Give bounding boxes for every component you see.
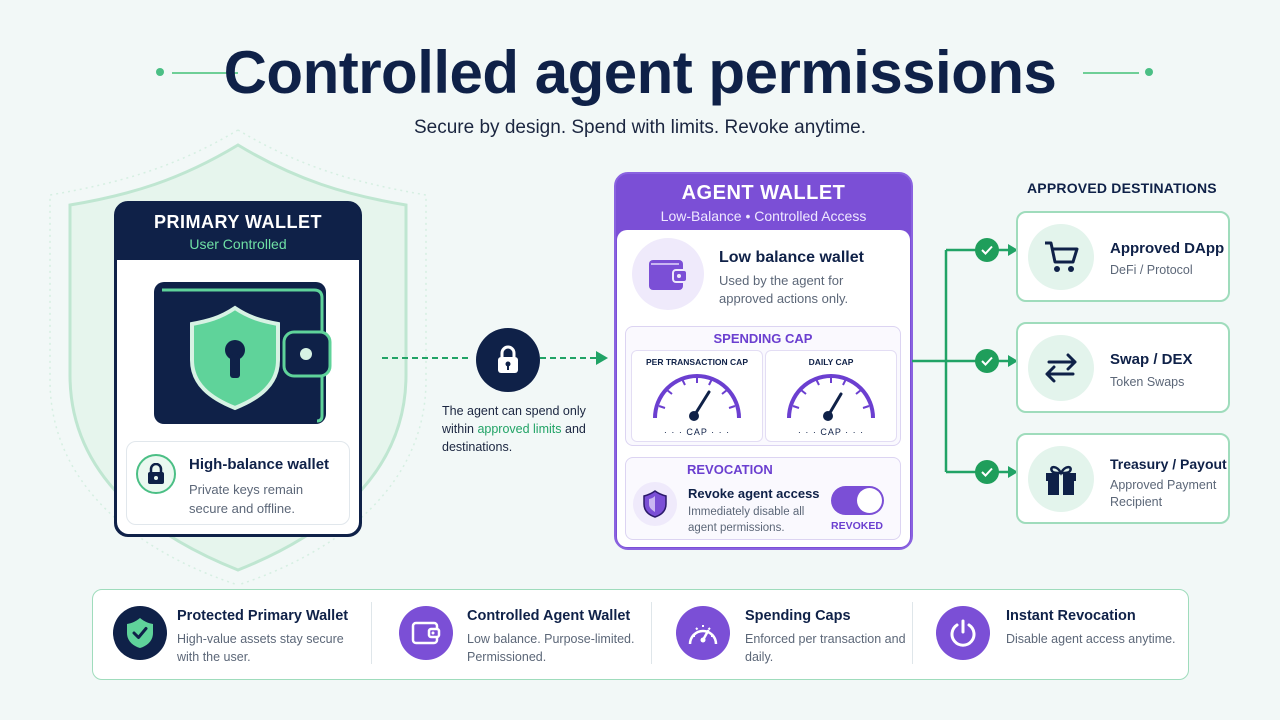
- connector-arrow: [382, 351, 608, 365]
- shield-icon: [633, 482, 677, 526]
- shield-check-icon: [113, 606, 167, 660]
- destination-title: Swap / DEX: [1110, 351, 1193, 368]
- per-transaction-cap-gauge-card: [631, 350, 763, 442]
- revoke-agent-access-label: Revoke agent access: [688, 486, 820, 501]
- per-transaction-gauge-icon: [653, 374, 741, 421]
- daily-gauge-icon: [787, 374, 875, 421]
- daily-cap-caption: · · · CAP · · ·: [797, 427, 865, 437]
- padlock-icon: [476, 328, 540, 392]
- connector-text-highlight: approved limits: [477, 422, 562, 436]
- page-subtitle: Secure by design. Spend with limits. Rev…: [414, 117, 866, 138]
- check-icon: [975, 238, 999, 262]
- title-decoration-dot-right: [1145, 68, 1153, 76]
- daily-cap-gauge-card: [765, 350, 897, 442]
- feature-bar: [92, 589, 1189, 680]
- destination-description: Token Swaps: [1110, 375, 1185, 389]
- primary-wallet-title: PRIMARY WALLET: [154, 212, 322, 232]
- feature-title: Instant Revocation: [1006, 608, 1136, 624]
- daily-cap-label: DAILY CAP: [808, 357, 854, 367]
- feature-divider: [371, 602, 372, 664]
- power-icon: [936, 606, 990, 660]
- title-decoration-line-right: [1083, 72, 1139, 74]
- agent-wallet-header: AGENT WALLET Low-Balance • Controlled Ac…: [614, 182, 913, 224]
- feature-description: Low balance. Purpose-limited. Permission…: [467, 632, 635, 664]
- cart-icon: [1028, 224, 1094, 290]
- approved-destinations-heading: APPROVED DESTINATIONS: [1027, 180, 1217, 196]
- connector-text-start: The agent can spend only within: [442, 404, 586, 436]
- swap-arrows-icon: [1028, 335, 1094, 401]
- primary-wallet-subtitle: User Controlled: [189, 236, 287, 252]
- feature-divider: [651, 602, 652, 664]
- feature-title: Controlled Agent Wallet: [467, 608, 631, 624]
- destination-title: Treasury / Payout: [1110, 456, 1227, 472]
- revoke-toggle-knob: [857, 488, 882, 513]
- page-title: Controlled agent permissions: [223, 39, 1057, 106]
- wallet-icon: [632, 238, 704, 310]
- spending-cap-title: SPENDING CAP: [713, 331, 813, 346]
- feature-title: Protected Primary Wallet: [177, 608, 349, 624]
- feature-description: Enforced per transaction and daily.: [745, 632, 906, 664]
- connector-text-end: and destinations.: [442, 422, 586, 454]
- revoke-agent-access-description: Immediately disable all agent permission…: [688, 506, 805, 534]
- agent-wallet-title: AGENT WALLET: [681, 182, 846, 204]
- high-balance-wallet-description: Private keys remain secure and offline.: [189, 482, 304, 516]
- revoke-toggle-state: REVOKED: [831, 520, 883, 532]
- gauge-icon: [676, 606, 730, 660]
- destination-description: DeFi / Protocol: [1110, 263, 1193, 277]
- title-decoration-dot-left: [156, 68, 164, 76]
- feature-description: High-value assets stay secure with the u…: [177, 632, 344, 664]
- connector-text: The agent can spend only within approved…: [442, 402, 602, 456]
- destination-connector-lines: [912, 244, 1018, 478]
- check-icon: [975, 460, 999, 484]
- primary-wallet-header: PRIMARY WALLET User Controlled: [114, 212, 362, 252]
- title-decoration-line-left: [172, 72, 238, 74]
- wallet-icon: [399, 606, 453, 660]
- gift-icon: [1028, 446, 1094, 512]
- check-icon: [975, 349, 999, 373]
- destination-description: Approved Payment Recipient: [1110, 478, 1217, 509]
- per-transaction-cap-label: PER TRANSACTION CAP: [645, 357, 748, 367]
- agent-wallet-subtitle: Low-Balance • Controlled Access: [660, 208, 867, 224]
- low-balance-wallet-description: Used by the agent for approved actions o…: [719, 273, 849, 306]
- feature-title: Spending Caps: [745, 608, 851, 624]
- lock-icon: [136, 454, 176, 494]
- high-balance-wallet-title: High-balance wallet: [189, 456, 330, 473]
- shield-keyhole-wallet-icon: [154, 282, 332, 424]
- feature-divider: [912, 602, 913, 664]
- per-transaction-cap-caption: · · · CAP · · ·: [663, 427, 731, 437]
- revocation-title: REVOCATION: [687, 462, 773, 477]
- destination-title: Approved DApp: [1110, 240, 1225, 257]
- feature-description: Disable agent access anytime.: [1006, 632, 1176, 646]
- low-balance-wallet-title: Low balance wallet: [719, 249, 864, 266]
